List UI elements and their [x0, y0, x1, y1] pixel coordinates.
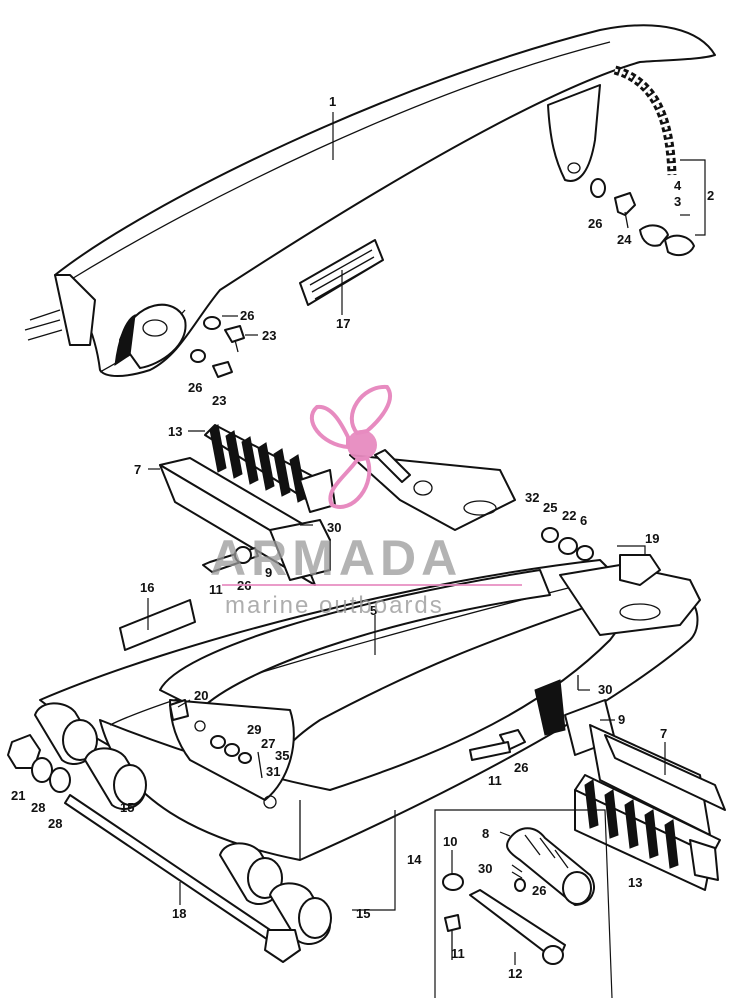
callout-25: 25 [543, 500, 557, 515]
callout-29: 29 [247, 722, 261, 737]
callout-26: 26 [532, 883, 546, 898]
callout-32: 32 [525, 490, 539, 505]
callout-17: 17 [336, 316, 350, 331]
callout-19: 19 [645, 531, 659, 546]
callout-2: 2 [707, 188, 714, 203]
callout-15: 15 [356, 906, 370, 921]
callout-5: 5 [370, 603, 377, 618]
callout-22: 22 [562, 508, 576, 523]
callout-7: 7 [660, 726, 667, 741]
pivot-bolt [7, 734, 301, 963]
callout-23: 23 [262, 328, 276, 343]
callout-23: 23 [212, 393, 226, 408]
callout-4: 4 [674, 178, 682, 193]
callout-14: 14 [407, 852, 422, 867]
callout-10: 10 [443, 834, 457, 849]
leader-lines [147, 112, 706, 965]
right-footrest [469, 527, 726, 891]
callout-15: 15 [120, 800, 134, 815]
callout-26: 26 [588, 216, 602, 231]
callout-13: 13 [168, 424, 182, 439]
callout-28: 28 [31, 800, 45, 815]
callout-30: 30 [327, 520, 341, 535]
watermark-title: ARMADA [210, 530, 462, 586]
callout-11: 11 [209, 582, 223, 597]
callout-26: 26 [188, 380, 202, 395]
swing-arm-part [39, 559, 701, 861]
chain-case-hardware [190, 178, 695, 378]
callout-26: 26 [514, 760, 528, 775]
callout-30: 30 [478, 861, 492, 876]
callout-8: 8 [482, 826, 489, 841]
callout-12: 12 [508, 966, 522, 981]
callout-18: 18 [172, 906, 186, 921]
callout-labels: 1 2 3 4 26 24 26 23 17 26 23 13 7 30 11 … [11, 94, 714, 981]
callout-27: 27 [261, 736, 275, 751]
callout-11: 11 [451, 946, 465, 961]
swing-arm-hardware [169, 699, 263, 779]
inset-box [434, 809, 613, 999]
callout-31: 31 [266, 764, 280, 779]
callout-13: 13 [628, 875, 642, 890]
callout-20: 20 [194, 688, 208, 703]
chain-case-part [24, 24, 716, 377]
callout-1: 1 [329, 94, 336, 109]
callout-9: 9 [265, 565, 272, 580]
callout-30: 30 [598, 682, 612, 697]
callout-3: 3 [674, 194, 681, 209]
watermark-subtitle: marine outboards [225, 592, 444, 619]
callout-35: 35 [275, 748, 289, 763]
callout-11: 11 [488, 773, 502, 788]
callout-26: 26 [240, 308, 254, 323]
callout-9: 9 [618, 712, 625, 727]
callout-28: 28 [48, 816, 62, 831]
watermark: ARMADA marine outboards [210, 384, 522, 619]
decal-strip [119, 599, 196, 651]
left-footrest [159, 424, 516, 586]
callout-16: 16 [140, 580, 154, 595]
propeller-logo [309, 384, 392, 509]
callout-24: 24 [617, 232, 632, 247]
pivot-bushings [34, 702, 332, 945]
callout-7: 7 [134, 462, 141, 477]
callout-21: 21 [11, 788, 25, 803]
callout-6: 6 [580, 513, 587, 528]
